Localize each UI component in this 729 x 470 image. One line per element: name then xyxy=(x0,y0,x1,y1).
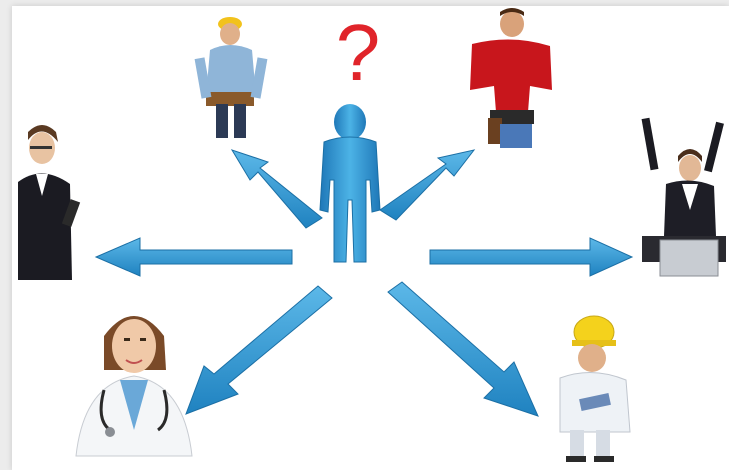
construction-worker-figure xyxy=(194,17,268,138)
question-mark: ? xyxy=(335,8,381,97)
arrow-down-left xyxy=(185,285,333,415)
arrow-down-right xyxy=(387,281,539,417)
arrow-up-right xyxy=(379,149,476,221)
doctor-figure xyxy=(75,316,193,457)
handyman-figure xyxy=(470,8,552,148)
arrow-left xyxy=(94,237,293,277)
excited-woman-figure xyxy=(641,117,726,277)
arrow-up-left xyxy=(230,149,323,229)
businesswoman-figure xyxy=(18,125,81,280)
arrow-right xyxy=(429,237,634,277)
center-figure xyxy=(319,104,381,263)
engineer-figure xyxy=(559,315,631,462)
